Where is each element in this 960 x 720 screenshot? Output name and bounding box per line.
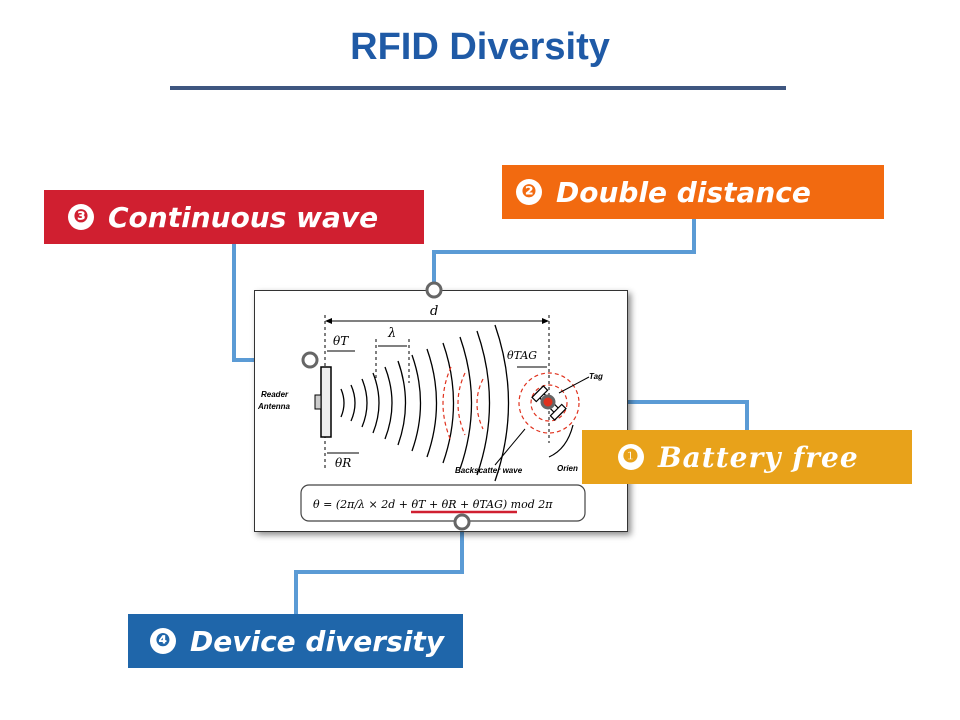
callout-double-distance: ❷ Double distance: [502, 165, 884, 219]
tag-ring-outer: [518, 372, 580, 434]
callout-number-3: ❸: [68, 204, 94, 230]
slide-title: RFID Diversity: [350, 26, 610, 68]
rfid-diagram-figure: d λ θT θR θTAG Reader Antenna: [254, 290, 628, 532]
outgoing-wavefronts: [340, 324, 510, 482]
formula-text: θ = (2π/λ × 2d + θT + θR + θTAG) mod 2π: [313, 498, 553, 511]
wavefront: [411, 354, 422, 452]
callout-continuous-wave: ❸ Continuous wave: [44, 190, 424, 244]
theta-tag-label: θTAG: [507, 349, 537, 362]
callout-number-4: ❹: [150, 628, 176, 654]
connector-double-distance: [432, 219, 696, 290]
wavefront: [361, 378, 368, 428]
tag-ring-inner: [530, 384, 568, 422]
rfid-diagram: d λ θT θR θTAG Reader Antenna: [257, 304, 603, 522]
wavefront: [459, 336, 473, 470]
wavelength-label: λ: [387, 326, 396, 341]
callout-number-2: ❷: [516, 179, 542, 205]
reader-label-line2: Antenna: [257, 402, 291, 411]
orientation-arc: [548, 424, 574, 458]
backscatter-arc: [457, 372, 466, 436]
backscatter-label: Backscatter wave: [455, 466, 523, 475]
wavefront: [442, 342, 455, 464]
tag-pointer: [558, 376, 590, 394]
backscatter-arc: [476, 378, 484, 430]
callout-battery-free-label: Battery free: [658, 440, 859, 474]
reader-antenna-body: [320, 366, 332, 438]
theta-r-label: θR: [335, 456, 351, 470]
callout-number-1: ❶: [618, 444, 644, 470]
reader-antenna-connector: [314, 394, 322, 410]
theta-t-label: θT: [333, 334, 349, 348]
distance-arrow-left-head: [325, 318, 332, 324]
tag-icon: [531, 385, 567, 421]
distance-arrow-right-head: [542, 318, 549, 324]
wavefront: [384, 366, 393, 440]
distance-label: d: [430, 304, 438, 319]
wavefront: [340, 388, 345, 418]
callout-double-distance-label: Double distance: [556, 175, 811, 209]
wavefront: [372, 372, 380, 434]
reader-label-line1: Reader: [261, 390, 289, 399]
title-divider: [170, 86, 786, 90]
wavefront: [476, 330, 491, 476]
callout-continuous-wave-label: Continuous wave: [108, 200, 379, 234]
callout-device-diversity-label: Device diversity: [190, 624, 445, 658]
orientation-label: Orien: [557, 464, 578, 473]
backscatter-wavefronts: [442, 366, 580, 442]
wavefront: [426, 348, 438, 458]
backscatter-pointer: [494, 428, 526, 466]
tag-label: Tag: [589, 372, 603, 381]
callout-battery-free: ❶ Battery free: [582, 430, 912, 484]
wavefront: [494, 324, 510, 482]
connector-device-diversity: [294, 522, 464, 614]
wavefront: [397, 360, 407, 446]
callout-device-diversity: ❹ Device diversity: [128, 614, 463, 668]
wavefront: [350, 384, 356, 422]
backscatter-arc: [442, 366, 452, 442]
